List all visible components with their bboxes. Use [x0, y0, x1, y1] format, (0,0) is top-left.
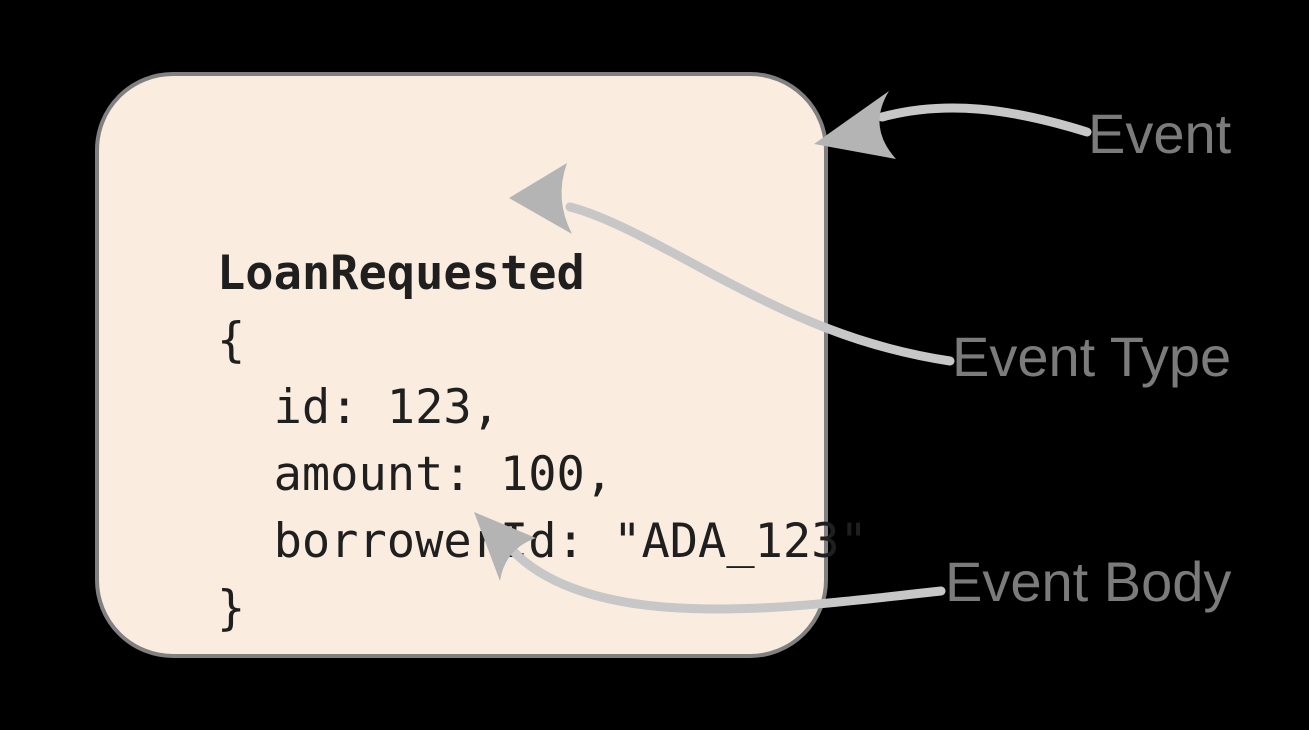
code-line: borrowerId: "ADA_123"	[217, 514, 868, 569]
event-card: LoanRequested { id: 123, amount: 100, bor…	[95, 72, 868, 658]
label-event-body: Event Body	[945, 550, 1232, 613]
code-line: }	[217, 581, 246, 636]
code-line: amount: 100,	[217, 447, 614, 502]
label-event: Event	[1088, 102, 1232, 165]
event-arrow	[814, 91, 1092, 159]
event-code-block: LoanRequested { id: 123, amount: 100, bor…	[217, 240, 868, 642]
code-line: {	[217, 313, 246, 368]
event-type-title: LoanRequested	[217, 246, 585, 301]
code-line: id: 123,	[217, 380, 500, 435]
label-event-type: Event Type	[952, 325, 1232, 388]
